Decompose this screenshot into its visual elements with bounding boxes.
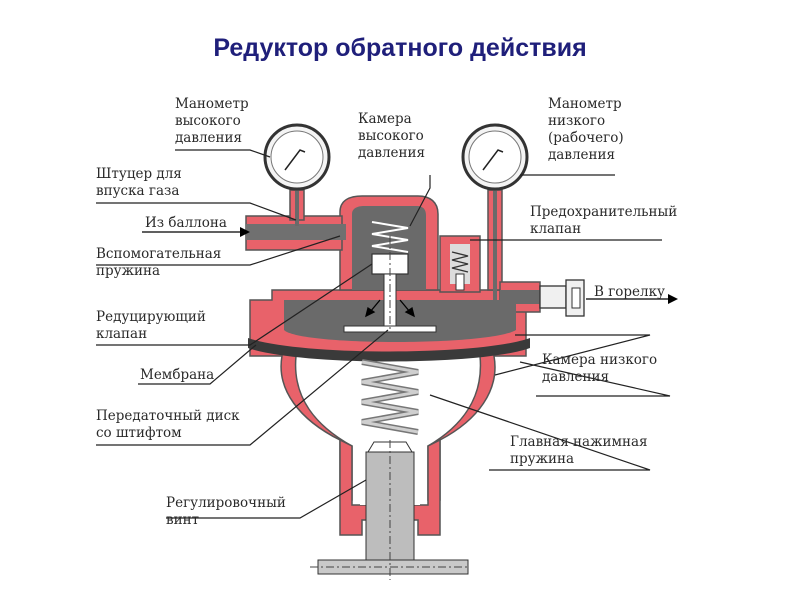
svg-text:Регулировочный: Регулировочный bbox=[166, 495, 286, 511]
svg-text:пружина: пружина bbox=[96, 263, 160, 279]
svg-text:Предохранительный: Предохранительный bbox=[530, 204, 677, 220]
label-chamber-low: Камера низкого давления bbox=[542, 352, 657, 385]
safety-valve-cavity bbox=[450, 244, 470, 284]
high-gauge-channel bbox=[295, 190, 299, 226]
outlet-connector bbox=[539, 279, 585, 317]
svg-text:Вспомогательная: Вспомогательная bbox=[96, 246, 221, 262]
outlet-arrow bbox=[586, 294, 678, 304]
label-gauge-low: Манометр низкого (рабочего) давления bbox=[548, 96, 624, 163]
svg-text:давления: давления bbox=[175, 130, 242, 146]
label-transfer-disk: Передаточный диск со штифтом bbox=[96, 408, 240, 441]
svg-text:Камера: Камера bbox=[358, 111, 412, 127]
svg-text:высокого: высокого bbox=[358, 128, 424, 144]
label-safety-valve: Предохранительный клапан bbox=[530, 204, 677, 237]
svg-text:Манометр: Манометр bbox=[175, 96, 249, 112]
inlet-arrow bbox=[142, 227, 250, 237]
svg-text:низкого: низкого bbox=[548, 113, 605, 129]
outlet-channel bbox=[500, 290, 542, 304]
label-from-cylinder: Из баллона bbox=[145, 215, 227, 231]
label-reducing-valve: Редуцирующий клапан bbox=[96, 309, 206, 342]
svg-text:Редуцирующий: Редуцирующий bbox=[96, 309, 206, 325]
membrane bbox=[248, 338, 530, 362]
leader-lines bbox=[96, 149, 671, 519]
svg-text:Камера низкого: Камера низкого bbox=[542, 352, 657, 368]
flow-arrows bbox=[365, 299, 415, 318]
label-to-burner: В горелку bbox=[594, 284, 665, 300]
label-aux-spring: Вспомогательная пружина bbox=[96, 246, 221, 279]
label-chamber-high: Камера высокого давления bbox=[358, 111, 425, 161]
label-main-spring: Главная нажимная пружина bbox=[510, 434, 648, 467]
label-inlet-fitting: Штуцер для впуска газа bbox=[96, 166, 182, 199]
svg-text:со штифтом: со штифтом bbox=[96, 425, 182, 441]
inlet-channel bbox=[246, 224, 346, 240]
svg-text:Штуцер для: Штуцер для bbox=[96, 166, 182, 182]
svg-text:давления: давления bbox=[542, 369, 609, 385]
low-gauge-channel bbox=[493, 190, 497, 300]
svg-text:высокого: высокого bbox=[175, 113, 241, 129]
label-adjust-screw: Регулировочный винт bbox=[166, 495, 286, 528]
main-spring bbox=[361, 359, 419, 435]
svg-text:давления: давления bbox=[548, 147, 615, 163]
label-gauge-high: Манометр высокого давления bbox=[175, 96, 249, 146]
svg-text:винт: винт bbox=[166, 512, 199, 528]
diagram-title: Редуктор обратного действия bbox=[213, 34, 587, 62]
svg-text:клапан: клапан bbox=[96, 326, 147, 342]
high-pressure-gauge bbox=[263, 123, 331, 191]
svg-text:(рабочего): (рабочего) bbox=[548, 130, 624, 146]
svg-text:пружина: пружина bbox=[510, 451, 574, 467]
svg-text:клапан: клапан bbox=[530, 221, 581, 237]
low-pressure-chamber bbox=[284, 300, 516, 342]
low-pressure-gauge bbox=[461, 123, 529, 191]
safety-valve-spring bbox=[451, 251, 469, 291]
label-membrane: Мембрана bbox=[140, 367, 214, 383]
svg-text:давления: давления bbox=[358, 145, 425, 161]
svg-text:Передаточный диск: Передаточный диск bbox=[96, 408, 240, 424]
svg-text:Манометр: Манометр bbox=[548, 96, 622, 112]
svg-text:Главная нажимная: Главная нажимная bbox=[510, 434, 648, 450]
svg-text:впуска газа: впуска газа bbox=[96, 183, 179, 199]
lower-skirt bbox=[339, 438, 441, 536]
